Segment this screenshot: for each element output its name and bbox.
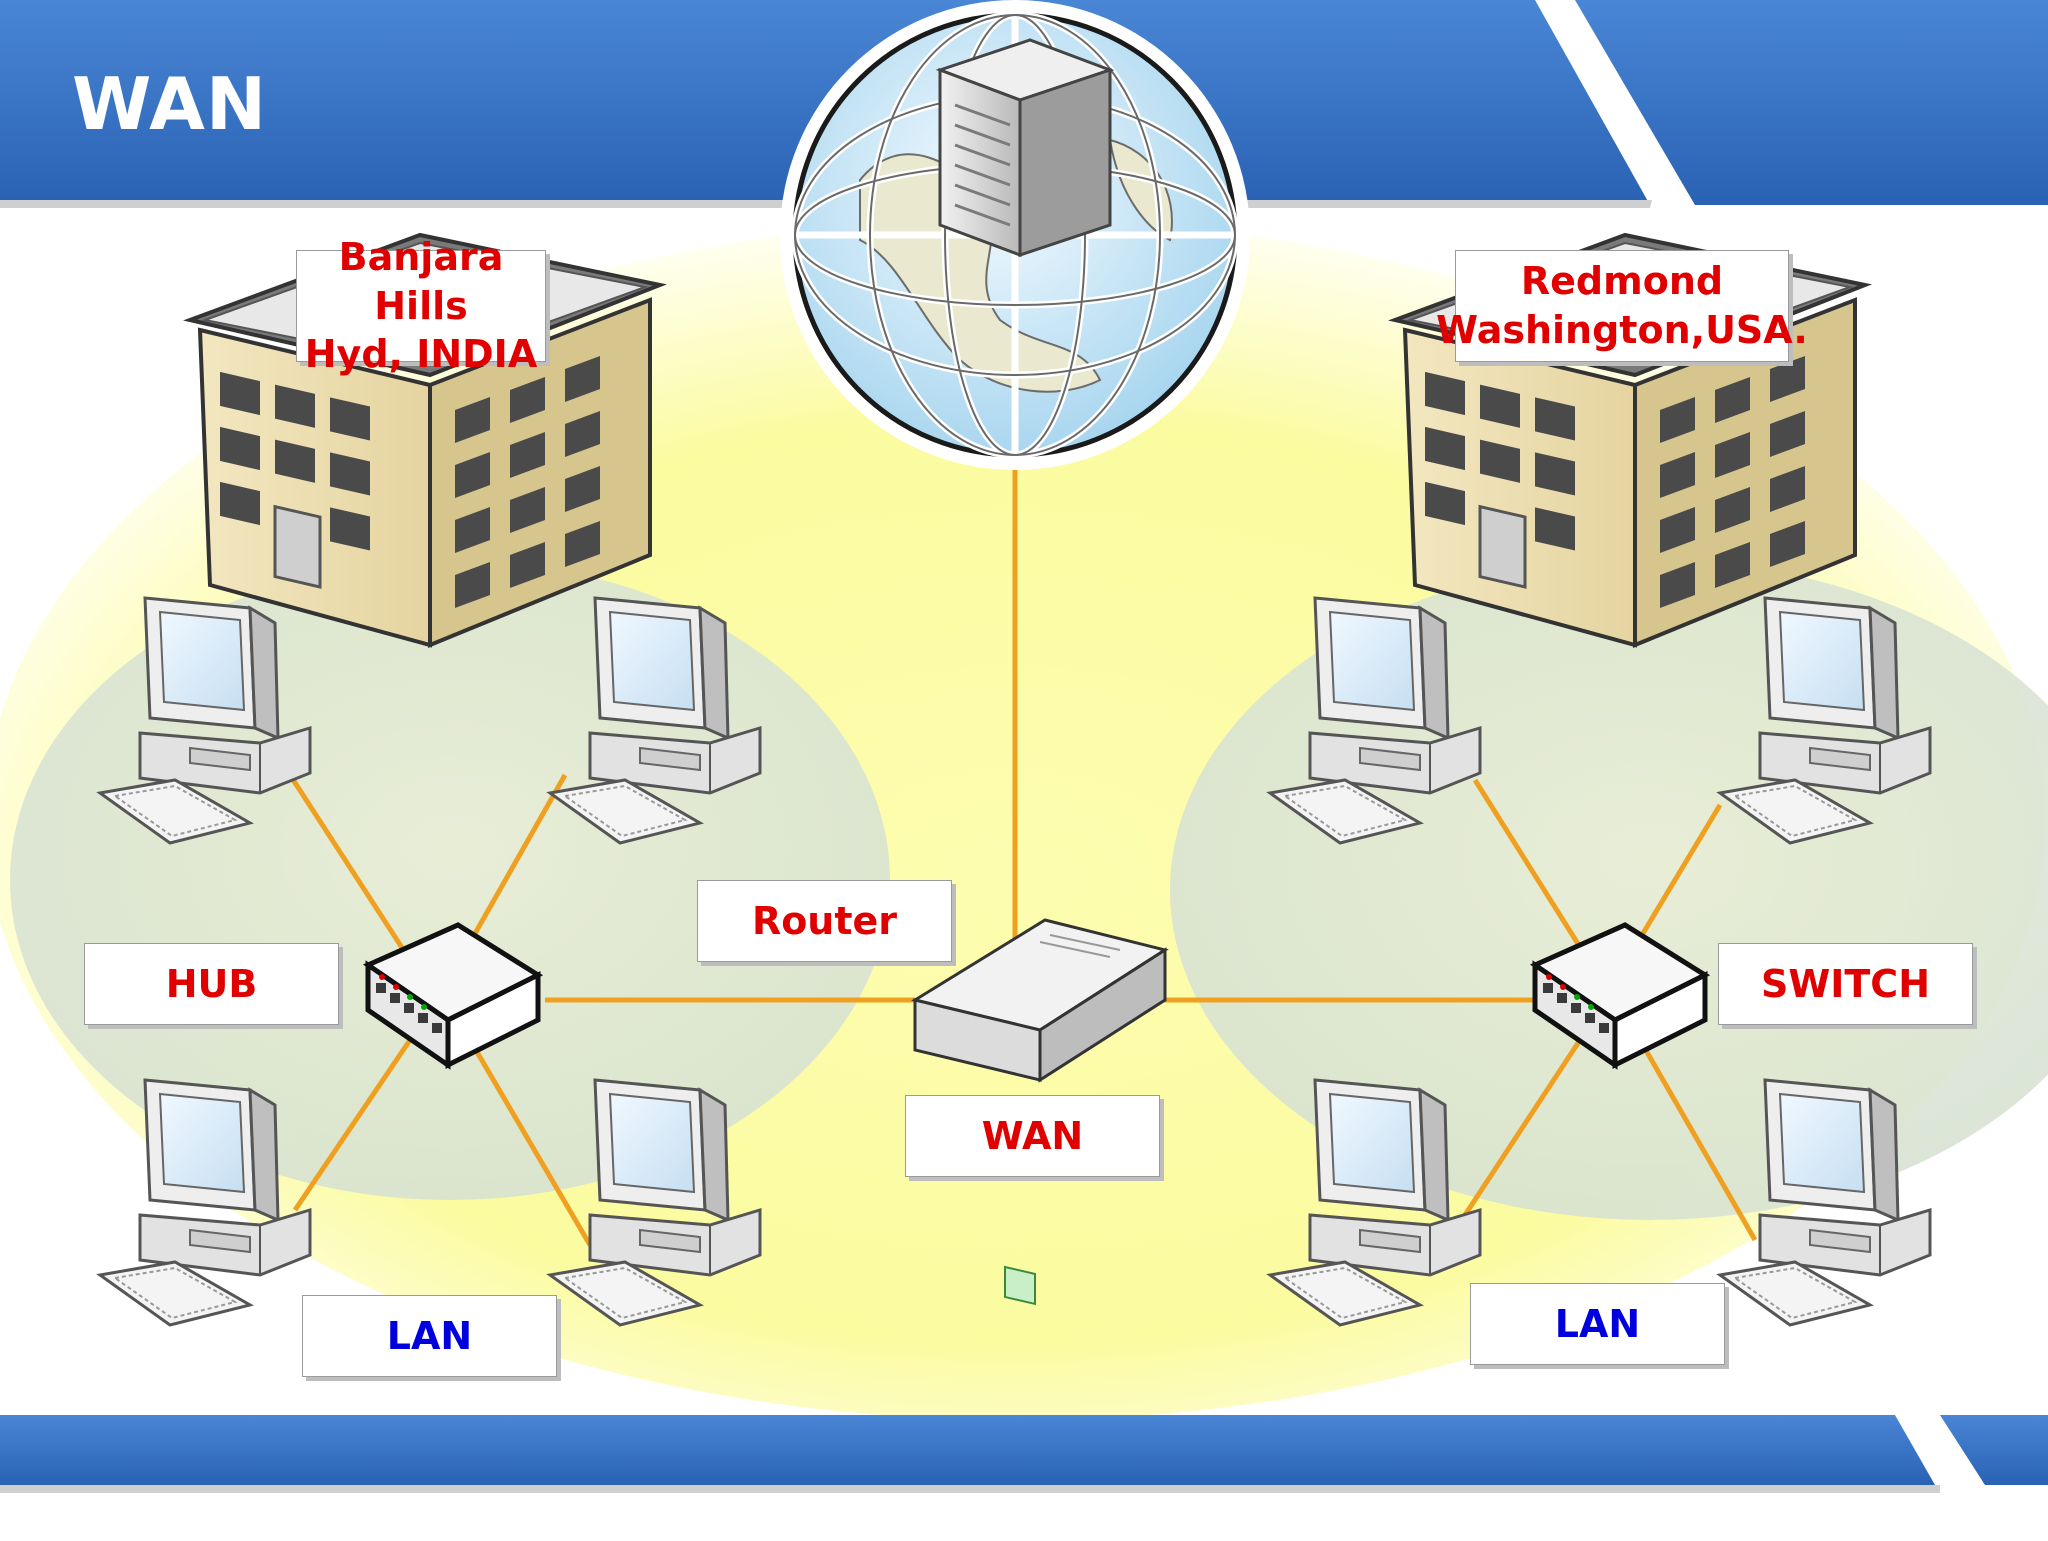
link-hub-pc1 (287, 773, 413, 962)
wan-label: WAN (905, 1095, 1160, 1177)
page-title: WAN (72, 62, 268, 146)
link-switch-pc2 (1627, 803, 1723, 957)
link-switch-pc3 (1462, 1038, 1583, 1217)
site-label-right: Redmond Washington,USA. (1436, 250, 1808, 362)
site-label-right-line1: Redmond (1520, 259, 1724, 304)
link-switch-pc4 (1637, 1038, 1758, 1242)
network-links (287, 460, 1758, 1247)
link-hub-pc3 (292, 1038, 413, 1212)
site-label-left-line2: Hyd, INDIA (304, 332, 538, 377)
router-icon (911, 918, 1169, 1306)
link-switch-pc1 (1472, 778, 1588, 957)
server-icon (935, 38, 1115, 258)
globe-server-icon (780, 0, 1250, 470)
site-label-left: Banjara Hills Hyd, INDIA (296, 235, 546, 376)
router-label: Router (697, 880, 952, 962)
link-hub-pc4 (467, 1038, 593, 1247)
bottom-banner (0, 1415, 2048, 1493)
lan-label-right: LAN (1470, 1283, 1725, 1365)
hub-label: HUB (84, 943, 339, 1025)
lan-label-left: LAN (302, 1295, 557, 1377)
site-label-right-line2: Washington,USA. (1436, 308, 1808, 352)
link-hub-pc2 (457, 773, 568, 962)
site-label-left-line1: Banjara Hills (338, 235, 504, 328)
switch-label: SWITCH (1718, 943, 1973, 1025)
